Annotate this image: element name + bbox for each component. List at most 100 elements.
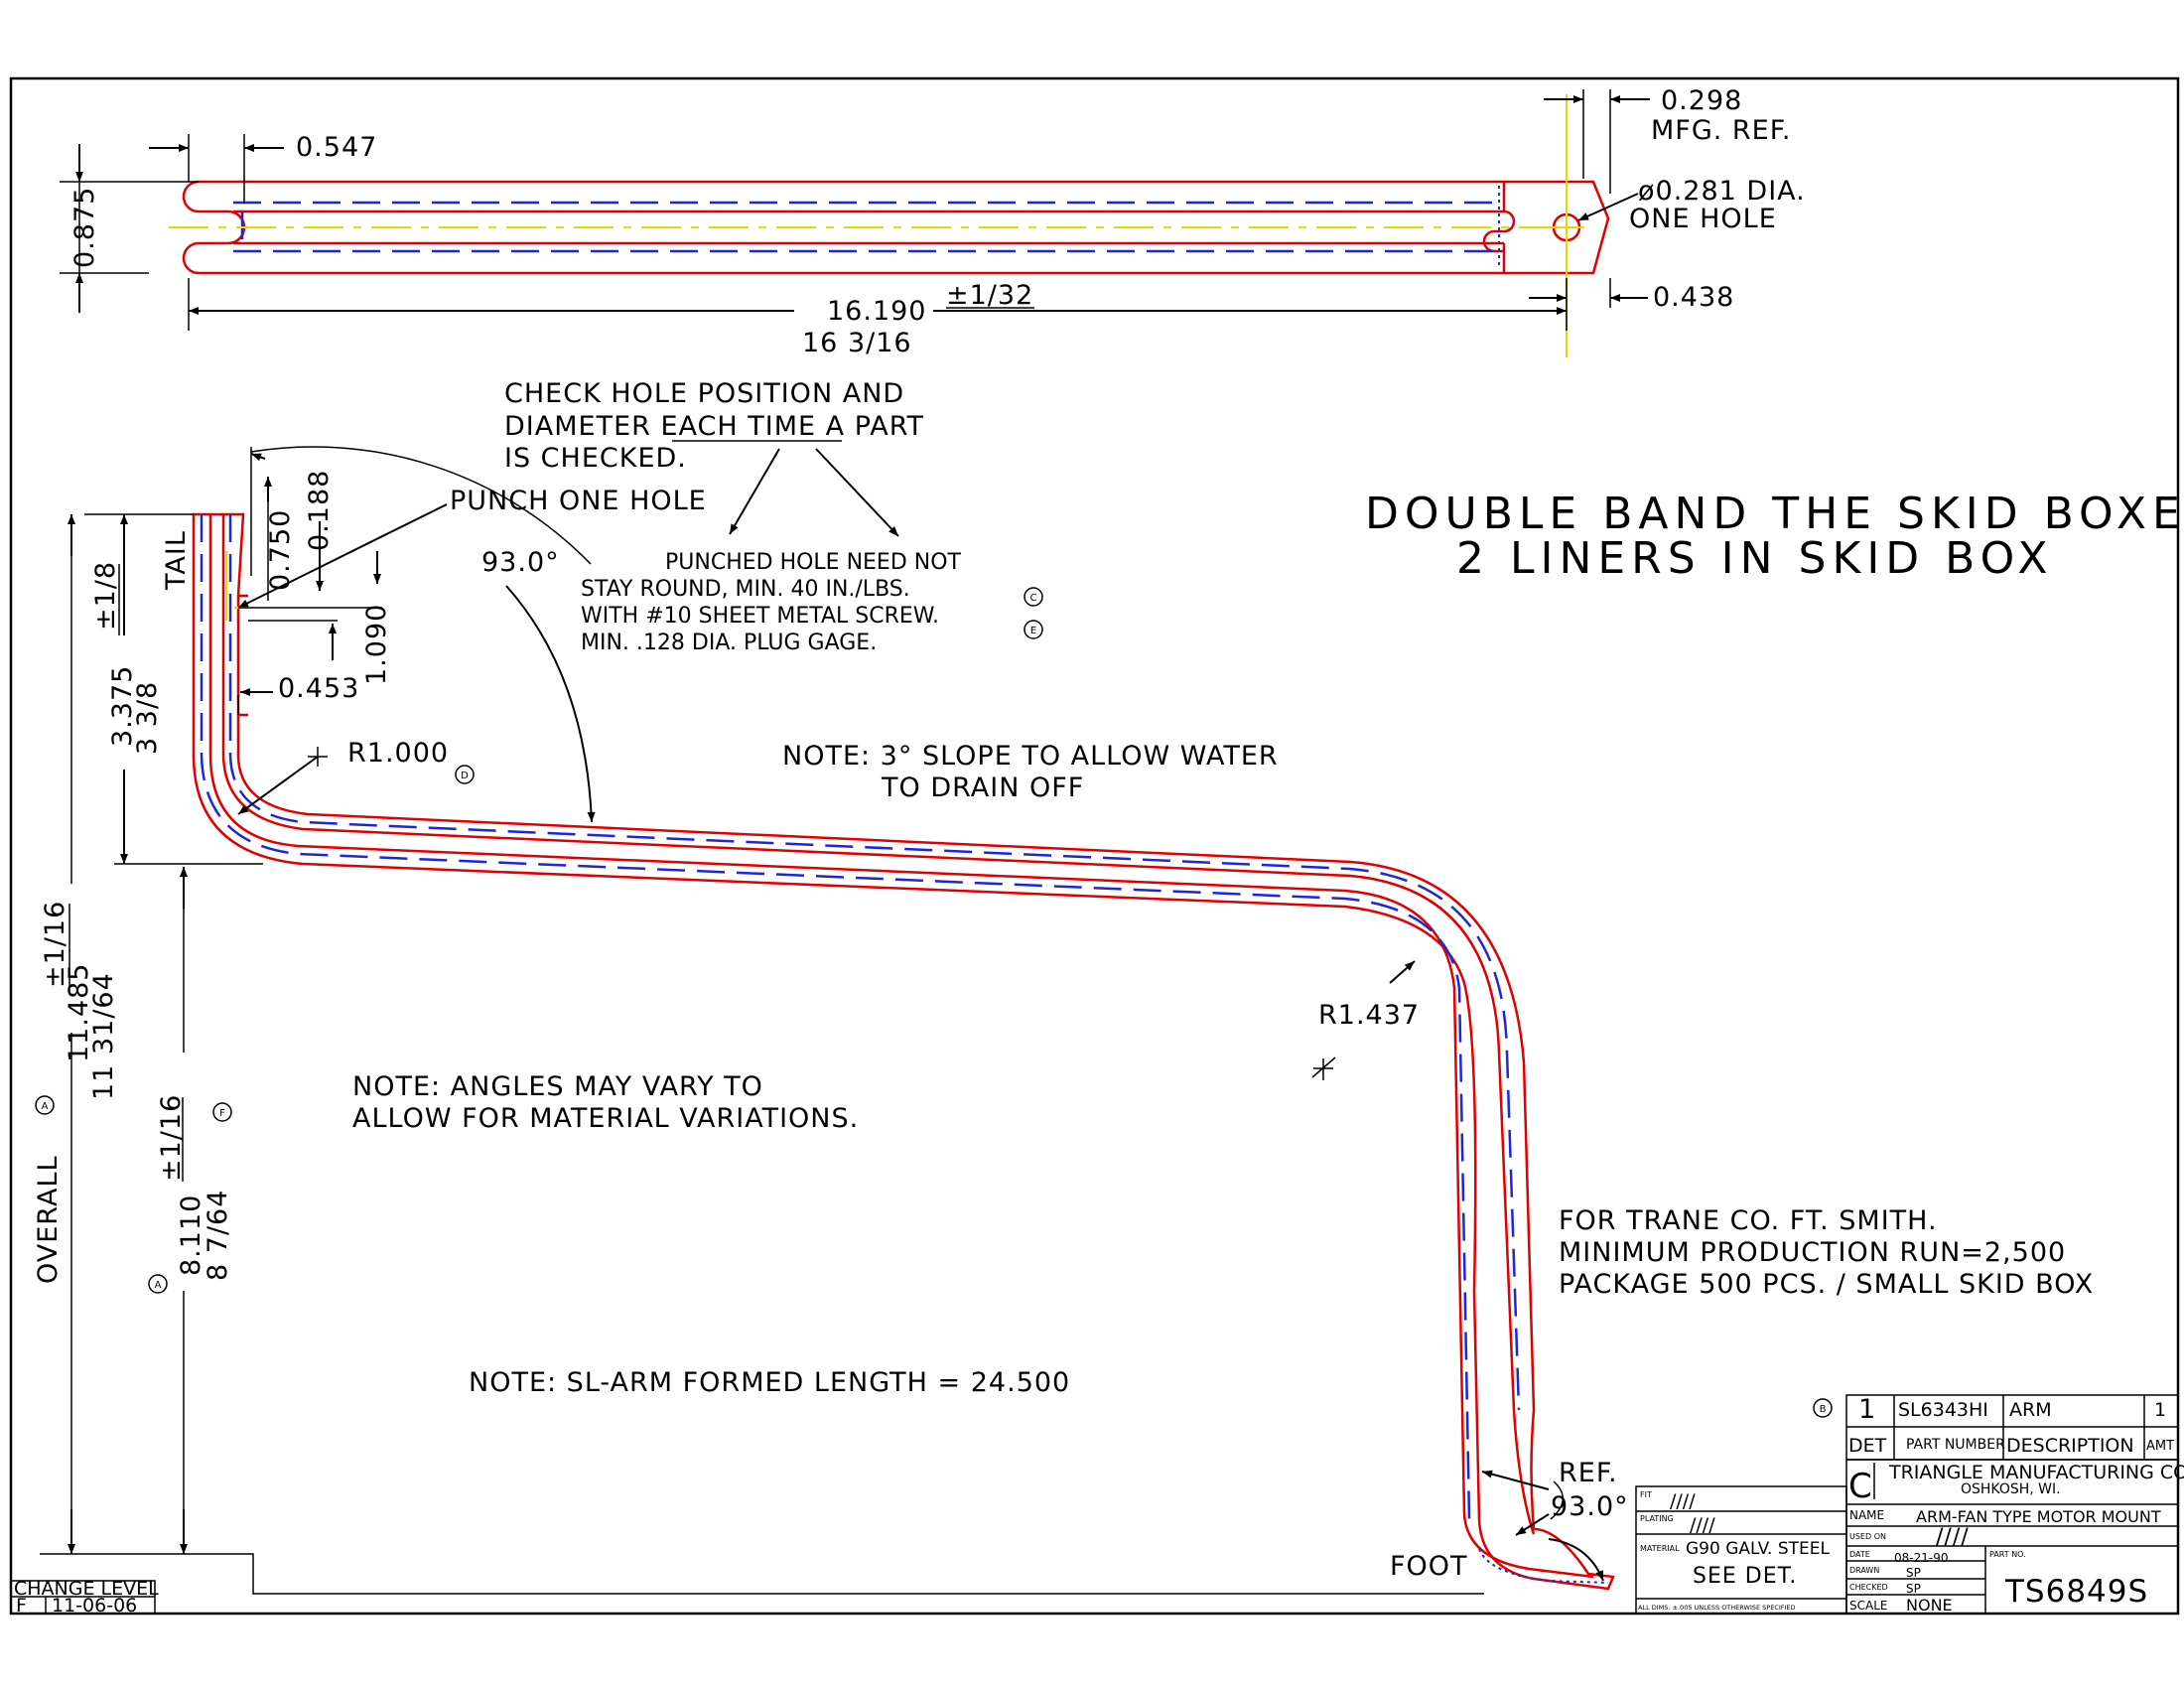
dim-8-7-64: 8 7/64 xyxy=(203,1190,233,1281)
note-trane-1: FOR TRANE CO. FT. SMITH. xyxy=(1559,1205,1938,1236)
note-trane-3: PACKAGE 500 PCS. / SMALL SKID BOX xyxy=(1559,1269,2094,1300)
note-slope-2: TO DRAIN OFF xyxy=(881,773,1084,803)
radius-1437: R1.437 xyxy=(1318,1000,1420,1031)
dim-length-fraction: 16 3/16 xyxy=(802,328,912,358)
dim-8110: 8.110 xyxy=(176,1195,206,1276)
note-check-hole-3: IS CHECKED. xyxy=(504,443,687,474)
tol-1-16-overall: ±1/16 xyxy=(40,901,70,988)
note-slope-1: NOTE: 3° SLOPE TO ALLOW WATER xyxy=(782,741,1279,772)
fit-label: FIT xyxy=(1640,1490,1652,1499)
part-no-label: PART NO. xyxy=(1989,1550,2026,1559)
scale-value: NONE xyxy=(1906,1596,1953,1615)
hdr-description: DESCRIPTION xyxy=(2006,1435,2134,1457)
markers: A A F D C E B xyxy=(35,587,1833,1418)
tail-label: TAIL xyxy=(161,530,192,591)
sheet-border xyxy=(9,76,2180,1616)
scale-label: SCALE xyxy=(1849,1599,1887,1613)
dim-length-decimal: 16.190 xyxy=(827,296,926,327)
dim-11-31-64: 11 31/64 xyxy=(88,972,119,1100)
drawing-part-no: TS6849S xyxy=(2004,1574,2148,1610)
side-view: 93.0° TAIL 0.750 0.188 1.090 0.453 ±1/8 … xyxy=(33,446,1628,1595)
change-level-date: 11-06-06 xyxy=(52,1595,137,1617)
plating-value: //// xyxy=(1690,1514,1715,1536)
notes: CHECK HOLE POSITION AND DIAMETER EACH TI… xyxy=(237,378,2184,1398)
foot-label: FOOT xyxy=(1390,1551,1468,1582)
name-label: NAME xyxy=(1849,1508,1884,1522)
hdr-amt: AMT xyxy=(2146,1439,2174,1454)
note-formed-length: NOTE: SL-ARM FORMED LENGTH = 24.500 xyxy=(469,1367,1070,1398)
material-label: MATERIAL xyxy=(1640,1544,1680,1553)
svg-text:A: A xyxy=(155,1280,162,1291)
tol-1-8: ±1/8 xyxy=(90,561,121,631)
note-trane-2: MINIMUM PRODUCTION RUN=2,500 xyxy=(1559,1237,2066,1268)
note-check-hole-2: DIAMETER EACH TIME A PART xyxy=(504,411,924,442)
material-value: G90 GALV. STEEL xyxy=(1686,1539,1831,1559)
hole-count: ONE HOLE xyxy=(1629,204,1777,234)
date-value: 08-21-90 xyxy=(1894,1551,1948,1565)
company-name: TRIANGLE MANUFACTURING CO. xyxy=(1888,1462,2184,1483)
company-city: OSHKOSH, WI. xyxy=(1961,1481,2061,1497)
hdr-part-number: PART NUMBER xyxy=(1906,1437,2005,1453)
parts-det: 1 xyxy=(1858,1394,1876,1425)
dim-0750: 0.750 xyxy=(265,509,296,591)
mfg-ref-label: MFG. REF. xyxy=(1651,115,1792,146)
svg-text:F: F xyxy=(219,1108,225,1119)
svg-text:A: A xyxy=(42,1101,49,1112)
marker-f: F xyxy=(212,1102,232,1122)
used-on-label: USED ON xyxy=(1849,1532,1886,1541)
tolerance-note: ALL DIMS. ±.005 UNLESS OTHERWISE SPECIFI… xyxy=(1638,1604,1796,1612)
note-punched-4: MIN. .128 DIA. PLUG GAGE. xyxy=(581,631,877,655)
used-on: //// xyxy=(1936,1525,1970,1550)
dim-0453: 0.453 xyxy=(278,673,359,704)
hdr-det: DET xyxy=(1848,1435,1887,1457)
dim-3375: 3.375 xyxy=(107,665,138,747)
dim-0547: 0.547 xyxy=(296,132,377,163)
dim-0438: 0.438 xyxy=(1653,282,1734,313)
date-label: DATE xyxy=(1849,1550,1870,1559)
revision-letter: C xyxy=(1848,1467,1872,1506)
change-level-label: CHANGE LEVEL xyxy=(14,1578,159,1600)
parts-amt: 1 xyxy=(2154,1399,2166,1421)
dim-0875: 0.875 xyxy=(69,187,100,268)
marker-a-8110: A xyxy=(148,1274,168,1294)
overall-label: OVERALL xyxy=(33,1155,64,1284)
note-angles-1: NOTE: ANGLES MAY VARY TO xyxy=(352,1071,763,1102)
svg-text:C: C xyxy=(1030,593,1037,604)
note-skid-2: 2 LINERS IN SKID BOX xyxy=(1456,533,2054,584)
note-punched-3: WITH #10 SHEET METAL SCREW. xyxy=(581,604,939,629)
radius-1000: R1.000 xyxy=(347,738,449,769)
checked-label: CHECKED xyxy=(1849,1583,1888,1592)
marker-b: B xyxy=(1813,1398,1833,1418)
note-punched-1: PUNCHED HOLE NEED NOT xyxy=(665,550,962,575)
drawn-label: DRAWN xyxy=(1849,1566,1879,1575)
ref-label: REF. xyxy=(1559,1458,1618,1488)
marker-c: C xyxy=(1024,587,1043,607)
checked-value: SP xyxy=(1906,1582,1921,1596)
parts-description: ARM xyxy=(2009,1399,2052,1421)
change-level-value: F xyxy=(16,1595,27,1617)
dim-0298: 0.298 xyxy=(1661,85,1742,116)
dim-0188: 0.188 xyxy=(304,470,335,551)
top-view: 0.547 0.875 0.298 MFG. REF. ø0.281 DIA. … xyxy=(60,85,1806,358)
note-check-hole-1: CHECK HOLE POSITION AND xyxy=(504,378,904,409)
marker-e: E xyxy=(1024,620,1043,639)
note-skid-1: DOUBLE BAND THE SKID BOXES xyxy=(1365,489,2184,539)
drawn-value: SP xyxy=(1906,1566,1921,1580)
dim-3-3-8: 3 3/8 xyxy=(132,681,163,755)
svg-text:E: E xyxy=(1030,626,1036,636)
hole-diameter: ø0.281 DIA. xyxy=(1638,176,1806,207)
see-det: SEE DET. xyxy=(1693,1564,1797,1589)
note-punch-one-hole: PUNCH ONE HOLE xyxy=(450,486,707,516)
change-level-box: CHANGE LEVEL F 11-06-06 xyxy=(10,1578,159,1617)
marker-d: D xyxy=(455,765,475,784)
marker-a-overall: A xyxy=(35,1095,55,1115)
dim-1090: 1.090 xyxy=(361,604,392,685)
title-block: 1 SL6343HI ARM 1 DET PART NUMBER DESCRIP… xyxy=(1635,1394,2184,1615)
plating-label: PLATING xyxy=(1640,1514,1674,1523)
part-name: ARM-FAN TYPE MOTOR MOUNT xyxy=(1916,1507,2161,1526)
svg-text:D: D xyxy=(461,771,469,781)
tol-1-16-8110: ±1/16 xyxy=(156,1094,187,1182)
note-angles-2: ALLOW FOR MATERIAL VARIATIONS. xyxy=(352,1103,859,1134)
angle-top: 93.0° xyxy=(481,547,560,578)
